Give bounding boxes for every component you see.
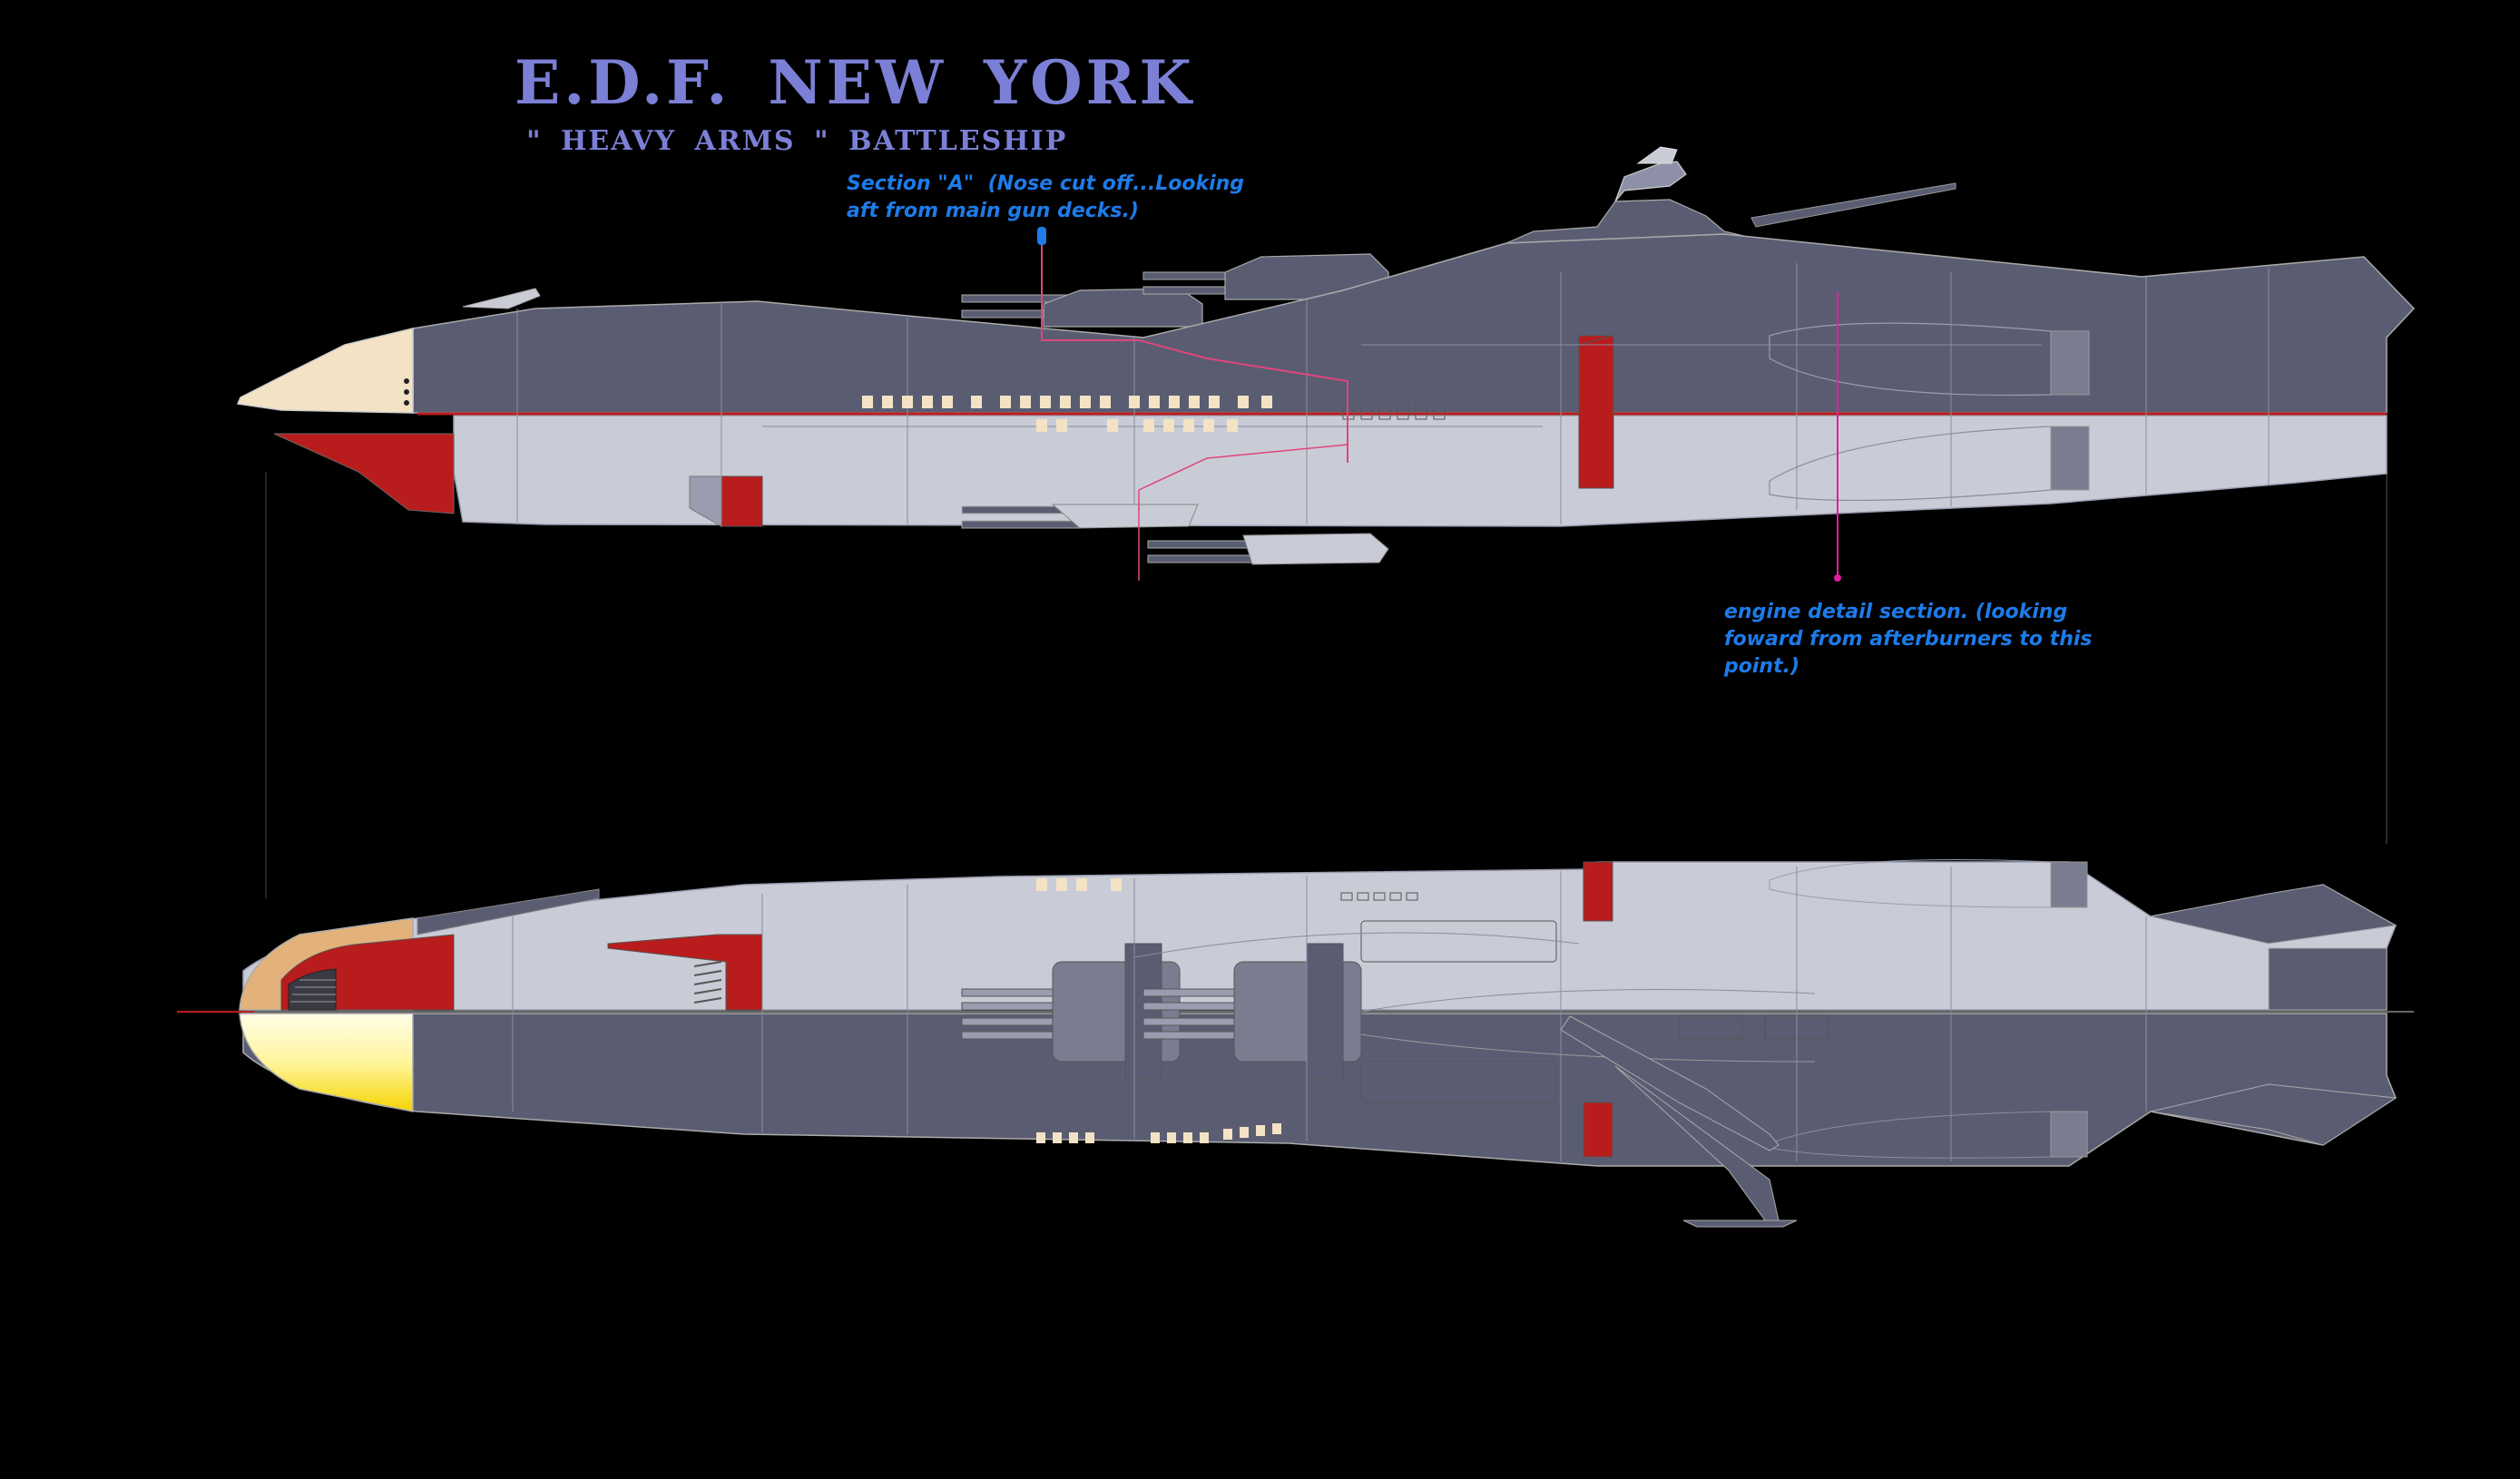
afterburner-top	[2050, 861, 2088, 908]
split-panel-lines	[512, 867, 2147, 1161]
page-subtitle: " HEAVY ARMS " BATTLESHIP	[526, 125, 1068, 157]
afterburner-lower	[2050, 426, 2090, 491]
lower-prow	[273, 433, 455, 514]
engine-intake-top	[1583, 861, 1613, 922]
upper-hull	[412, 233, 2416, 414]
nose-cap	[236, 328, 414, 414]
side-profile-view	[236, 146, 2416, 898]
window-row-upper	[862, 396, 1272, 408]
lower-hull	[453, 415, 2388, 527]
nose-bottom	[239, 1013, 414, 1112]
prow-spike	[462, 288, 541, 309]
engine-intake	[1578, 335, 1614, 489]
upper-turret-2	[1142, 253, 1389, 300]
antenna-spar-bottom	[1560, 1015, 1780, 1151]
top-windows	[1036, 878, 1122, 891]
bridge-top	[1614, 161, 1687, 202]
lower-turret-2	[1147, 533, 1389, 565]
intake-grille	[288, 968, 337, 1011]
hull-vent	[721, 475, 763, 527]
section-a-note: Section "A" (Nose cut off...Looking aft …	[847, 172, 1245, 222]
intake-vanes	[290, 979, 336, 1003]
antenna-spar	[1750, 182, 1956, 228]
vent-slats	[693, 961, 722, 1004]
afterburner-upper	[2050, 330, 2090, 396]
engine-detail-marker	[1834, 574, 1841, 582]
nose-sensor	[404, 400, 409, 406]
bottom-windows	[1036, 1123, 1281, 1143]
forward-panel	[417, 888, 600, 935]
window-row-lower	[1036, 419, 1238, 432]
hull-curve	[1133, 932, 1580, 958]
keel-fin-foot	[1682, 1219, 1798, 1228]
center-turrets	[961, 943, 1362, 1081]
top-bottom-view	[177, 859, 2414, 1228]
radar-dish	[1636, 146, 1678, 164]
engine-detail-note: engine detail section. (looking foward f…	[1724, 601, 2093, 678]
lower-turret-1	[961, 504, 1199, 529]
stern-top	[2268, 947, 2388, 1011]
hatch-row	[1342, 404, 1446, 420]
section-a-marker	[1037, 227, 1046, 245]
afterburner-bottom	[2050, 1111, 2088, 1158]
vent-block	[607, 934, 763, 1011]
hull-curve	[1360, 1033, 1816, 1063]
page-title: E.D.F. NEW YORK	[515, 47, 1195, 118]
section-a-cut-line-lower	[1138, 444, 1348, 491]
top-hatches	[1340, 892, 1418, 901]
rear-fin-top	[2150, 884, 2397, 945]
vent-housing	[689, 475, 722, 527]
nose-sensor	[404, 389, 409, 395]
engine-intake-bottom	[1583, 1102, 1613, 1158]
section-a-cut-line	[1041, 238, 1348, 463]
nose-sensor	[404, 378, 409, 384]
upper-turret-1	[961, 288, 1203, 328]
hull-curve	[1360, 989, 1816, 1013]
rear-fin-bottom	[2150, 1083, 2397, 1146]
